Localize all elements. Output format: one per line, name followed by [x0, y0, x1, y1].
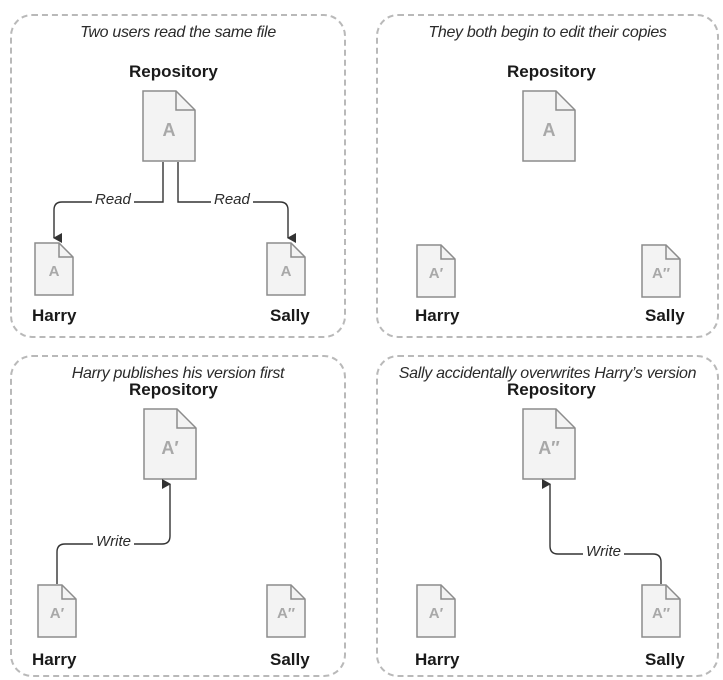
panel-overwrite: Sally accidentally overwrites Harry’s ve…: [376, 355, 719, 677]
write-arrow-label: Write: [583, 543, 624, 560]
sally-file-version: A″: [651, 265, 671, 282]
repository-label: Repository: [507, 380, 596, 399]
sally-file-icon: A: [266, 242, 306, 296]
repository-file-icon: A: [522, 90, 576, 162]
repository-label: Repository: [129, 62, 218, 81]
repository-file-version: A′: [161, 438, 179, 458]
read-arrow-label: Read: [211, 191, 253, 208]
panel-publish: Harry publishes his version first: [10, 355, 346, 677]
harry-label: Harry: [32, 650, 77, 669]
harry-file-icon: A: [34, 242, 74, 296]
harry-file-version: A′: [49, 605, 65, 622]
panel-title: Harry publishes his version first: [71, 365, 285, 382]
repository-file-icon: A: [142, 90, 196, 162]
sally-file-version: A″: [651, 605, 671, 622]
repository-label: Repository: [129, 380, 218, 399]
panel-edit: They both begin to edit their copies: [376, 14, 719, 338]
harry-file-version: A′: [428, 265, 444, 282]
sally-label: Sally: [645, 306, 685, 325]
harry-file-icon: A′: [37, 584, 77, 638]
panel-read: Two users read the same file: [10, 14, 346, 338]
read-arrow-label: Read: [92, 191, 134, 208]
harry-file-icon: A′: [416, 584, 456, 638]
sally-label: Sally: [645, 650, 685, 669]
sally-file-icon: A″: [641, 584, 681, 638]
harry-label: Harry: [415, 650, 460, 669]
sally-file-version: A″: [276, 605, 296, 622]
panel-title: They both begin to edit their copies: [428, 24, 667, 41]
panel-title: Two users read the same file: [80, 24, 276, 41]
repository-file-icon: A′: [143, 408, 197, 480]
sally-label: Sally: [270, 306, 310, 325]
repository-file-version: A″: [538, 438, 560, 458]
harry-file-icon: A′: [416, 244, 456, 298]
harry-file-version: A: [48, 263, 60, 280]
repository-file-icon: A″: [522, 408, 576, 480]
repository-file-version: A: [162, 120, 176, 140]
write-arrow-label: Write: [93, 533, 134, 550]
repository-file-version: A: [542, 120, 556, 140]
panel-title: Sally accidentally overwrites Harry’s ve…: [398, 365, 697, 382]
sally-file-version: A: [280, 263, 292, 280]
harry-file-version: A′: [428, 605, 444, 622]
repository-label: Repository: [507, 62, 596, 81]
sally-file-icon: A″: [266, 584, 306, 638]
harry-label: Harry: [32, 306, 77, 325]
sally-file-icon: A″: [641, 244, 681, 298]
sally-label: Sally: [270, 650, 310, 669]
harry-label: Harry: [415, 306, 460, 325]
